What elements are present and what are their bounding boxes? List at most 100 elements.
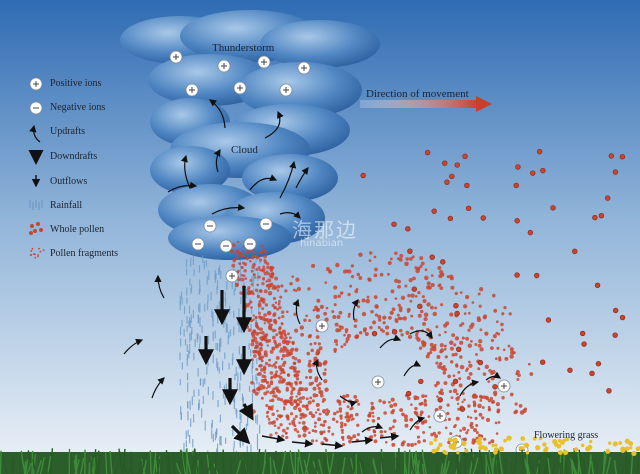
pollen-particle [250, 306, 253, 309]
pollen-particle [336, 315, 341, 319]
whole-pollen [417, 303, 423, 310]
pollen-particle [345, 337, 350, 341]
pollen-particle [274, 365, 278, 369]
grass-blade [318, 459, 323, 474]
grass-blade [440, 463, 444, 474]
pollen-particle [267, 283, 271, 287]
pollen-particle [243, 269, 247, 273]
pollen-particle [434, 383, 438, 388]
pollen-particle [316, 383, 320, 387]
pollen-particle [346, 418, 351, 423]
pollen-particle [298, 380, 303, 385]
pollen-particle [269, 266, 273, 270]
whole-pollen [550, 205, 556, 211]
pollen-particle [483, 437, 487, 441]
pollen-particle [443, 323, 448, 328]
flower [478, 436, 483, 441]
pollen-particle [352, 434, 357, 439]
grass-blade [469, 454, 474, 474]
pollen-particle [358, 331, 363, 335]
pollen-particle [463, 398, 466, 402]
pollen-particle [419, 309, 424, 314]
pollen-particle [291, 355, 296, 360]
pollen-particle [319, 432, 323, 436]
whole-pollen-icon [39, 228, 43, 232]
pollen-particle [313, 421, 317, 425]
pollen-particle [255, 267, 259, 271]
pollen-particle [368, 411, 372, 415]
pollen-particle [405, 257, 409, 261]
pollen-particle [283, 333, 287, 337]
pollen-particle [455, 364, 459, 368]
whole-pollen [459, 406, 466, 412]
grass-blade [456, 455, 462, 474]
pollen-particle [491, 401, 495, 404]
pollen-particle [519, 410, 525, 415]
pollen-particle [497, 420, 501, 424]
pollen-particle [491, 293, 496, 298]
pollen-particle [417, 313, 422, 318]
pollen-particle [259, 383, 264, 388]
pollen-particle [399, 253, 404, 258]
pollen-particle [298, 421, 301, 425]
legend-item-whole-pollen: Whole pollen [28, 222, 158, 242]
pollen-fragment-icon [37, 254, 40, 256]
pollen-particle [432, 311, 438, 317]
pollen-particle [388, 315, 392, 320]
pollen-particle [361, 311, 367, 317]
pollen-particle [256, 372, 260, 376]
pollen-particle [281, 314, 285, 319]
pollen-particle [340, 428, 344, 432]
whole-pollen [572, 248, 578, 255]
negative-ion-icon [29, 101, 43, 115]
grass-blade [445, 460, 450, 474]
whole-pollen [480, 215, 486, 221]
grass-blade [322, 456, 327, 474]
pollen-particle [469, 416, 473, 419]
pollen-particle [382, 321, 386, 325]
grass-blade [478, 449, 485, 474]
pollen-particle [339, 417, 343, 420]
pollen-particle [389, 257, 393, 261]
pollen-particle [517, 373, 521, 378]
pollen-particle [396, 313, 400, 317]
pollen-particle [259, 336, 263, 340]
pollen-particle [513, 410, 517, 415]
pollen-particle [240, 265, 244, 269]
pollen-particle [269, 268, 274, 272]
grass-blade [544, 461, 549, 474]
pollen-particle [294, 347, 299, 352]
pollen-particle [325, 267, 331, 272]
pollen-particle [376, 416, 381, 421]
pollen-fragment-icon [34, 256, 37, 259]
pollen-particle [346, 405, 350, 409]
pollen-particle [465, 431, 469, 435]
flower [542, 442, 547, 447]
pollen-particle [366, 419, 370, 422]
pollen-particle [452, 388, 458, 394]
pollen-particle [230, 250, 234, 254]
pollen-particle [271, 335, 276, 340]
pollen-particle [316, 408, 320, 412]
pollen-particle [493, 393, 497, 397]
grass-blade [613, 459, 618, 474]
pollen-particle [337, 294, 342, 298]
pollen-particle [256, 294, 261, 299]
pollen-particle [356, 432, 360, 437]
pollen-particle [454, 352, 458, 357]
pollen-particle [419, 410, 424, 415]
whole-pollen [429, 254, 435, 260]
pollen-particle [315, 314, 320, 319]
whole-pollen [567, 367, 573, 373]
pollen-particle [261, 374, 265, 378]
pollen-particle [471, 301, 475, 304]
pollen-particle [324, 368, 327, 371]
pollen-particle [391, 442, 396, 447]
pollen-particle [418, 402, 422, 406]
pollen-particle [349, 413, 354, 418]
grass-blade [312, 461, 319, 474]
grass-blade [421, 463, 425, 474]
pollen-particle [397, 303, 401, 307]
pollen-particle [266, 344, 270, 347]
whole-pollen [539, 359, 546, 365]
